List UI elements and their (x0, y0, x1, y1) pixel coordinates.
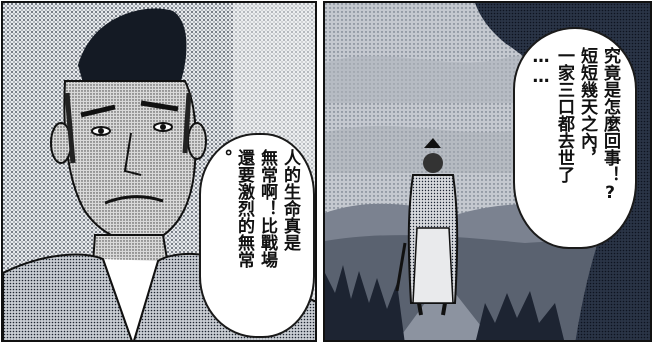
panel-right: 究竟是怎麼回事！? 短短幾天之內， 一家三口都去世了 …… (323, 1, 652, 342)
speech-line-left-3: 還要激烈的無常 (234, 149, 254, 268)
speech-line-right-1: 究竟是怎麼回事！? (600, 47, 620, 203)
speech-line-right-4: …… (531, 47, 551, 87)
speech-line-left-4: 。 (211, 149, 231, 166)
panel-left: 人的生命真是 無常啊！比戰場 還要激烈的無常 。 (1, 1, 317, 342)
speech-text-left: 人的生命真是 無常啊！比戰場 還要激烈的無常 。 (209, 149, 301, 268)
speech-line-right-3: 一家三口都去世了 (554, 47, 574, 183)
speech-text-right: 究竟是怎麼回事！? 短短幾天之內， 一家三口都去世了 …… (529, 47, 621, 203)
speech-line-left-2: 無常啊！比戰場 (257, 149, 277, 268)
speech-line-right-2: 短短幾天之內， (577, 47, 597, 166)
speech-line-left-1: 人的生命真是 (280, 149, 300, 251)
speech-bubble-left: 人的生命真是 無常啊！比戰場 還要激烈的無常 。 (199, 133, 315, 338)
speech-bubble-right: 究竟是怎麼回事！? 短短幾天之內， 一家三口都去世了 …… (513, 27, 637, 249)
